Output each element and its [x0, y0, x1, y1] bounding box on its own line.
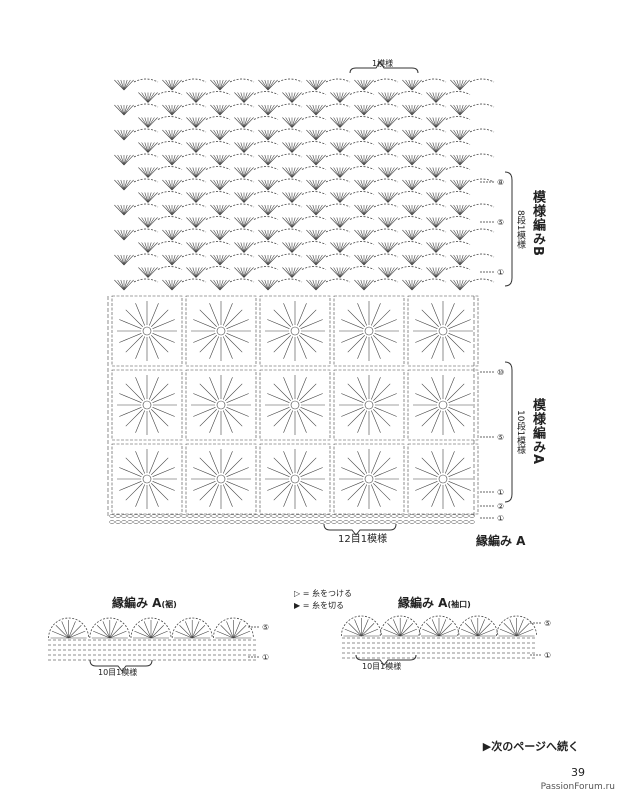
svg-text:②: ②: [497, 502, 504, 511]
section-b-subtitle: 8段1模様: [515, 210, 525, 249]
page-number: 39: [571, 766, 585, 779]
hem-repeat-label: 10目1模様: [98, 668, 138, 677]
pattern-b-shell-rows: [114, 78, 495, 291]
section-brackets: [89, 61, 513, 672]
svg-text:①: ①: [497, 514, 504, 523]
cuff-edging-chart: [341, 615, 537, 659]
repeat-label-top: 1模様: [372, 59, 394, 68]
hem-edging-chart: [48, 617, 256, 661]
hem-edging-title: 縁編み A(裾): [112, 596, 177, 610]
svg-text:①: ①: [497, 268, 504, 277]
svg-text:①: ①: [544, 651, 551, 660]
svg-text:⑤: ⑤: [497, 433, 504, 442]
edging-label: 縁編み A: [476, 534, 526, 548]
foundation-chain-rows: [109, 514, 475, 524]
svg-text:⑧: ⑧: [497, 178, 504, 187]
svg-text:①: ①: [262, 653, 269, 662]
legend-attach: ▷ = 糸をつける: [294, 589, 352, 598]
section-b-title: 模様編みB: [530, 190, 545, 257]
legend-cut: ▶ = 糸を切る: [294, 601, 344, 610]
row-markers: ⑧ ⑤ ① ⑩ ⑤ ① ② ① ⑤ ① ⑤ ①: [248, 178, 551, 662]
pattern-a-squares: [107, 295, 479, 516]
svg-text:⑤: ⑤: [262, 623, 269, 632]
svg-text:①: ①: [497, 488, 504, 497]
cuff-repeat-label: 10目1模様: [362, 662, 402, 671]
svg-text:⑩: ⑩: [497, 368, 504, 377]
svg-text:⑤: ⑤: [544, 619, 551, 628]
continue-note: ▶次のページへ続く: [482, 740, 579, 753]
repeat-label-bottom: 12目1模様: [338, 534, 388, 545]
section-a-subtitle: 10段1模様: [515, 410, 525, 455]
watermark: PassionForum.ru: [540, 782, 615, 792]
section-a-title: 模様編みA: [530, 398, 545, 466]
cuff-edging-title: 縁編み A(袖口): [398, 596, 471, 610]
svg-text:⑤: ⑤: [497, 218, 504, 227]
